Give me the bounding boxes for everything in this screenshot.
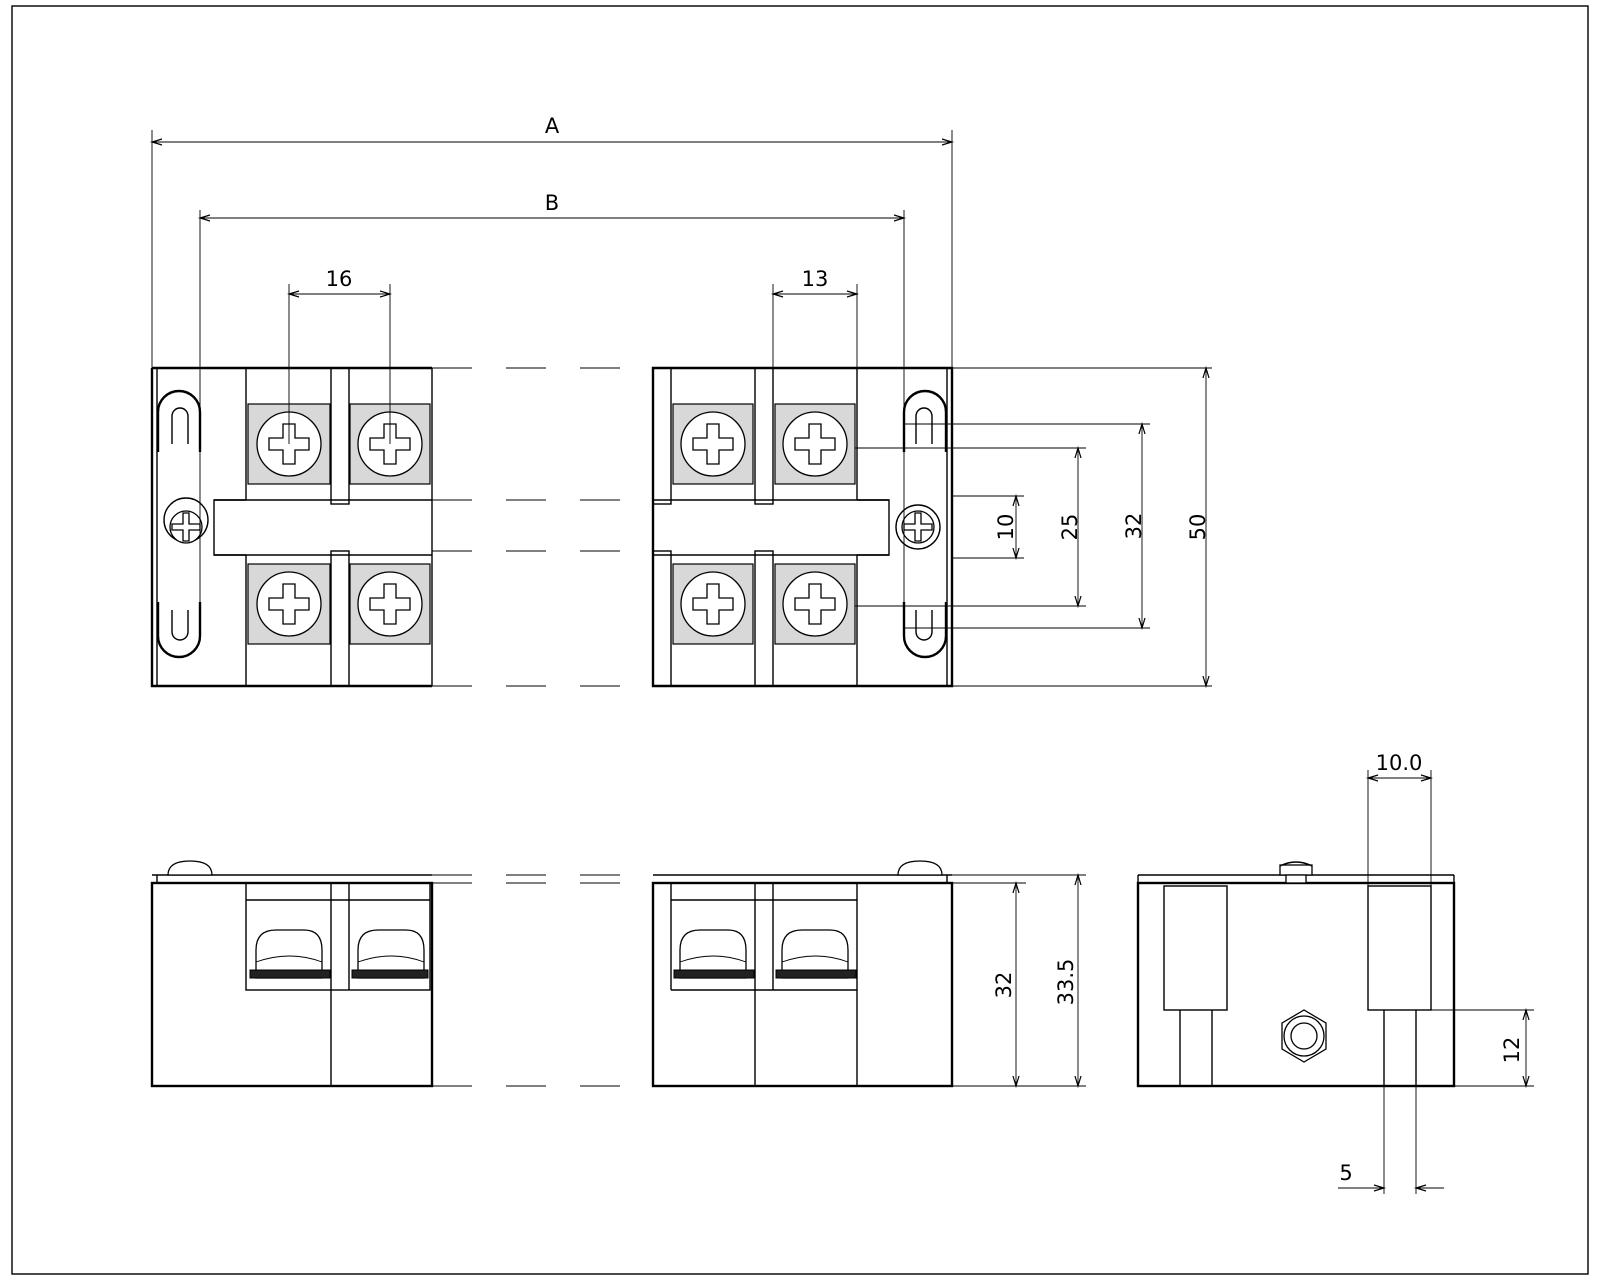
side-right-block: [651, 881, 954, 1088]
side-right-contacts: [673, 929, 857, 979]
dim-b: B: [545, 191, 559, 215]
side-view: [150, 860, 954, 1088]
left-mount-screw: [163, 497, 209, 544]
right-terminal-screws: [672, 403, 856, 645]
left-slot-bottom: [156, 602, 202, 659]
right-slot-bottom: [902, 602, 948, 659]
dim-pitch-13: 13: [802, 267, 829, 291]
end-top-screw: [1279, 861, 1313, 884]
left-slot-top: [156, 389, 202, 452]
right-mount-screw: [895, 504, 941, 550]
dim-height-50: 50: [1186, 514, 1210, 541]
dim-side-33-5: 33.5: [1054, 959, 1078, 1006]
dim-height-32: 32: [1122, 513, 1146, 540]
dim-a: A: [545, 114, 560, 138]
dim-pitch-16: 16: [326, 267, 353, 291]
dim-height-25: 25: [1058, 514, 1082, 541]
end-view: [1136, 861, 1456, 1088]
right-slot-top: [902, 389, 948, 452]
dim-end-10-0: 10.0: [1376, 751, 1423, 775]
side-left-contacts: [249, 929, 429, 979]
side-view-dimensions: 32 33.5: [952, 875, 1086, 1086]
dim-side-32: 32: [992, 972, 1016, 999]
side-right-screw-head: [897, 860, 943, 876]
dim-height-10: 10: [994, 514, 1018, 541]
hex-nut: [1281, 1009, 1327, 1063]
side-left-block: [150, 881, 434, 1088]
side-left-screw-head: [167, 860, 213, 876]
drawing-frame: [11, 5, 1589, 1275]
end-view-dimensions: 10.0 12 5: [1338, 751, 1534, 1194]
top-view-dimensions: A B 16 13 50 32 25 10: [152, 114, 1212, 686]
dim-end-5: 5: [1339, 1161, 1352, 1185]
dim-end-12: 12: [1500, 1037, 1524, 1064]
left-terminal-screws: [247, 403, 431, 645]
top-view: [150, 366, 954, 688]
